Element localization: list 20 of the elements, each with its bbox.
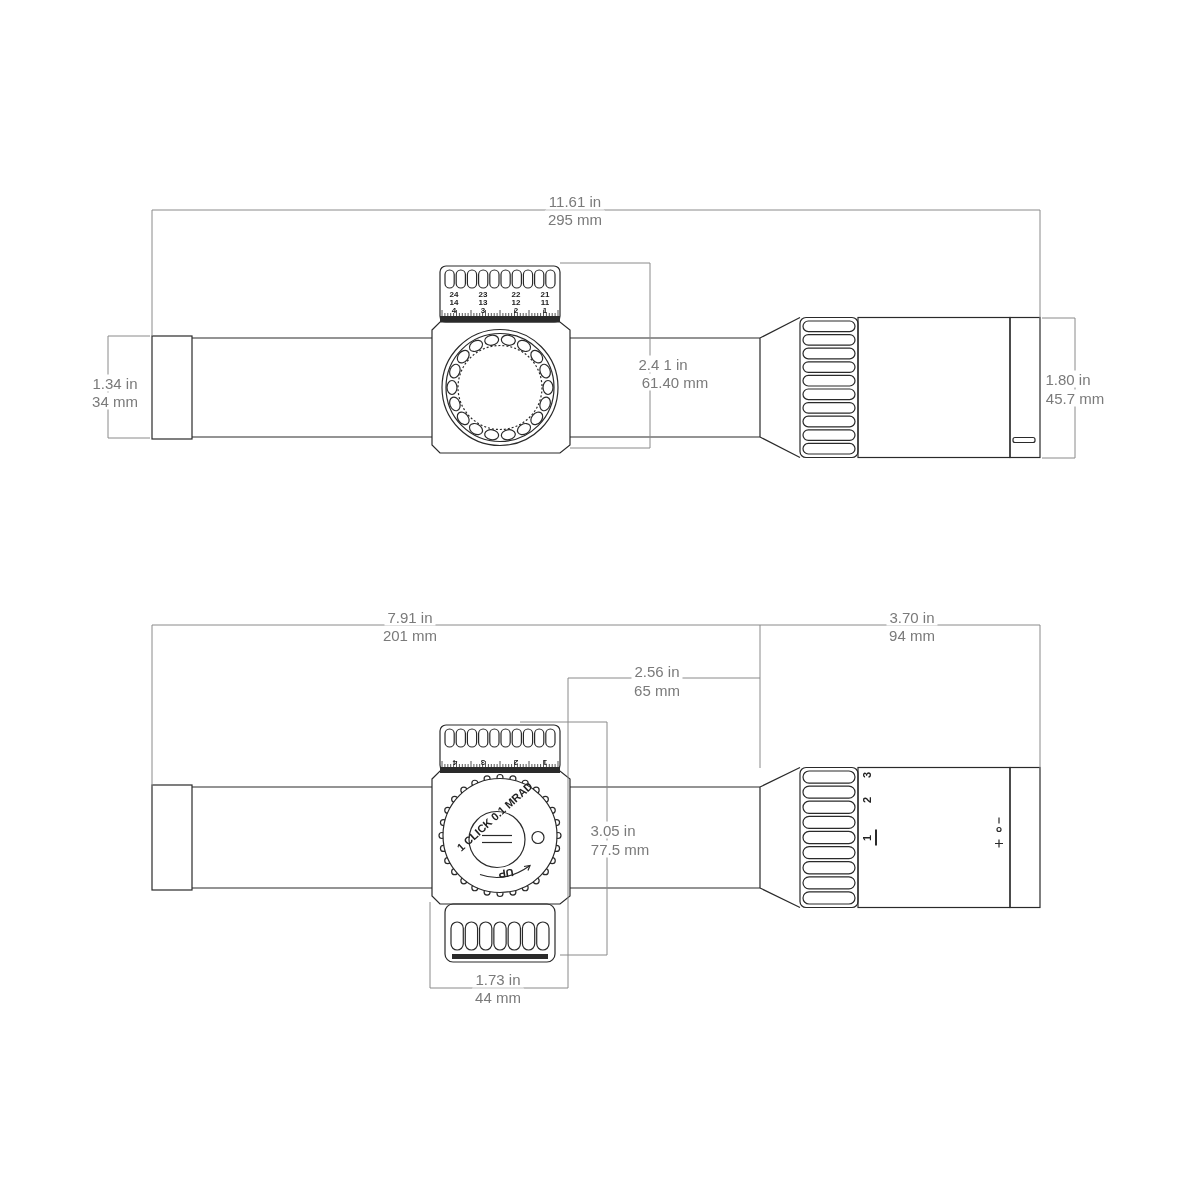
- turret-scale-number: 2: [513, 758, 519, 766]
- turret-scale-number: 14: [449, 299, 459, 307]
- turret-scale-number: 4: [451, 307, 457, 315]
- turret-scale-number: 13: [478, 299, 488, 307]
- turret-scale-number: 22: [511, 291, 521, 299]
- turret-scale-number: 24: [449, 291, 459, 299]
- turret-scale-number: 12: [511, 299, 521, 307]
- turret-scale-number: 1: [542, 307, 548, 315]
- magnification-number: 1: [861, 834, 873, 842]
- turret-marking: UP: [497, 866, 515, 880]
- turret-scale-number: 11: [540, 299, 550, 307]
- magnification-number: 3: [861, 771, 873, 779]
- turret-scale-number: 3: [480, 307, 486, 315]
- turret-scale-number: 3: [480, 758, 486, 766]
- turret-scale-number: 1: [542, 758, 548, 766]
- magnification-number: 2: [861, 796, 873, 804]
- turret-scale-number: 23: [478, 291, 488, 299]
- turret-scale-number: 2: [513, 307, 519, 315]
- turret-scale-number: 4: [452, 758, 458, 766]
- turret-scale-number: 21: [540, 291, 550, 299]
